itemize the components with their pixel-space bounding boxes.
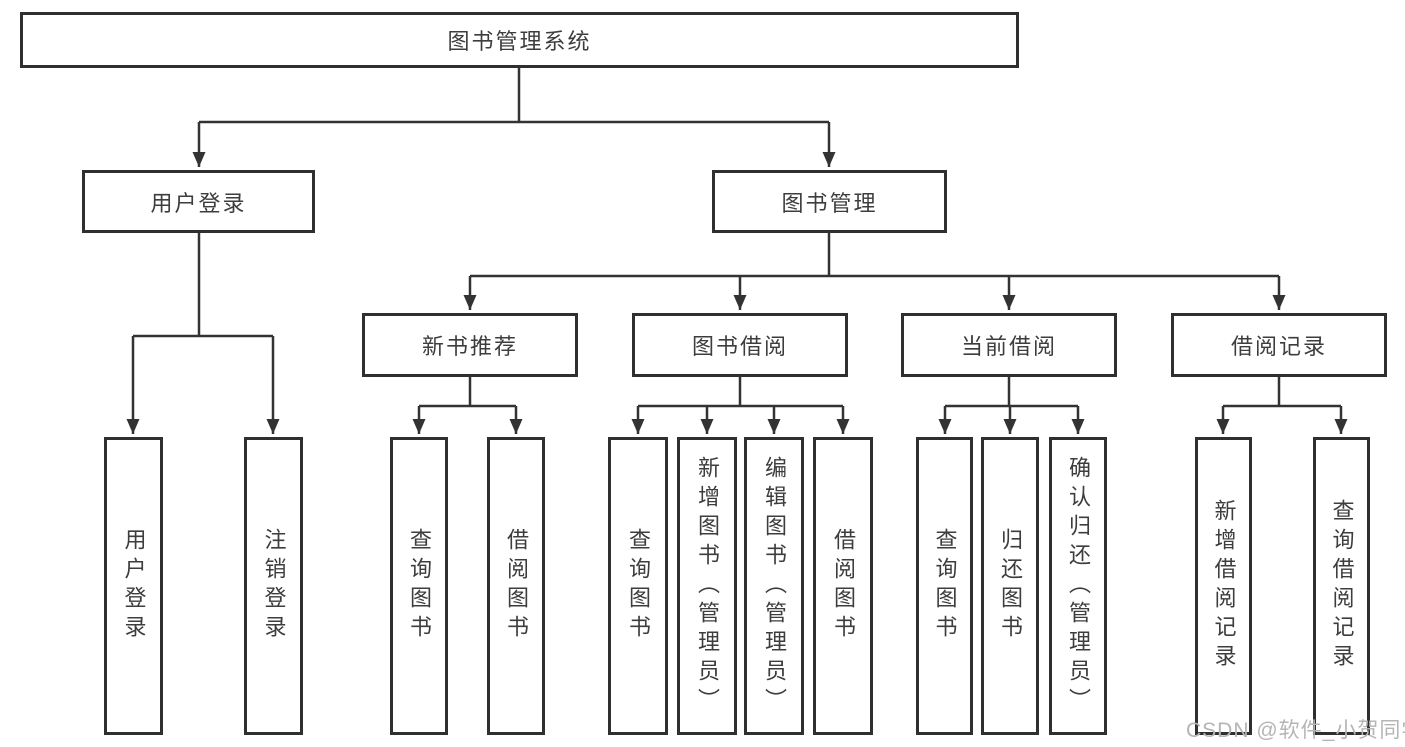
node-new-book-recommend: 新书推荐 [362,313,578,377]
node-label: 查询图书 [626,528,651,644]
node-label: 注销登录 [261,528,287,644]
node-library-management-system: 图书管理系统 [20,12,1019,68]
node-label: 查询借阅记录 [1329,499,1355,673]
node-leaf-borrow-book: 借阅图书 [487,437,545,735]
node-label: 借阅图书 [504,528,529,644]
node-current-borrowing: 当前借阅 [901,313,1117,377]
node-user-login: 用户登录 [82,170,315,233]
node-label: 编辑图书（管理员） [762,455,787,717]
node-label: 查询图书 [407,528,432,644]
node-label: 用户登录 [150,190,247,216]
node-label: 借阅图书 [831,528,856,644]
node-leaf-query-book: 查询图书 [608,437,668,735]
node-label: 归还图书 [998,528,1023,644]
node-label: 新增图书（管理员） [695,455,720,717]
node-leaf-edit-book-admin: 编辑图书（管理员） [744,437,804,735]
node-leaf-confirm-return-admin: 确认归还（管理员） [1049,437,1107,735]
node-borrowing-records: 借阅记录 [1171,313,1387,377]
node-label: 新书推荐 [421,334,518,359]
node-label: 查询图书 [932,528,958,644]
node-leaf-query-book: 查询图书 [916,437,973,735]
node-label: 用户登录 [121,528,147,644]
node-leaf-add-book-admin: 新增图书（管理员） [677,437,737,735]
node-leaf-user-login: 用户登录 [104,437,163,735]
node-book-management: 图书管理 [712,170,947,233]
node-label: 借阅记录 [1230,334,1327,359]
node-leaf-borrow-book: 借阅图书 [813,437,873,735]
node-book-borrowing: 图书借阅 [632,313,848,377]
node-leaf-return-book: 归还图书 [981,437,1039,735]
node-leaf-query-book: 查询图书 [390,437,448,735]
node-label: 确认归还（管理员） [1066,455,1091,717]
node-leaf-logout: 注销登录 [244,437,303,735]
node-label: 图书管理 [781,190,878,216]
node-label: 当前借阅 [960,334,1057,359]
node-leaf-query-borrow-record: 查询借阅记录 [1313,437,1370,735]
node-label: 新增借阅记录 [1211,499,1237,673]
node-label: 图书管理系统 [447,29,592,54]
node-label: 图书借阅 [691,334,788,359]
csdn-watermark: CSDN @软件_小贺同学 [1186,719,1405,742]
node-leaf-add-borrow-record: 新增借阅记录 [1195,437,1252,735]
